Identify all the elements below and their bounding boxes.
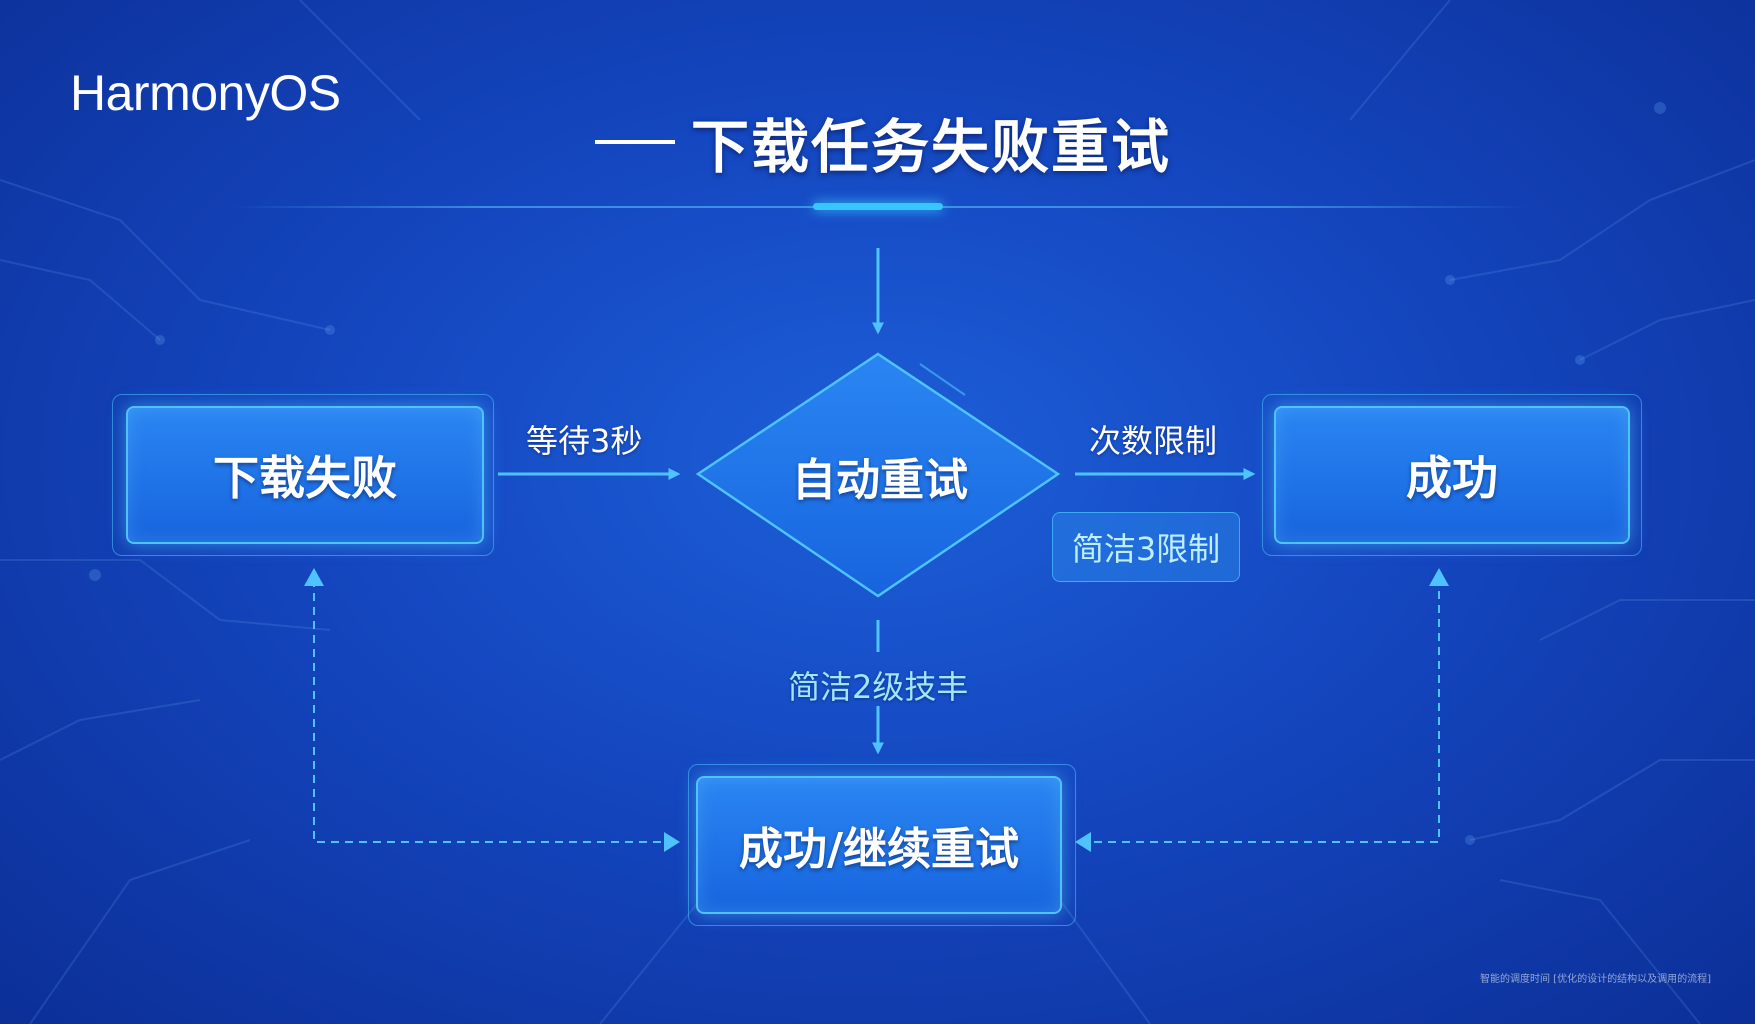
title-block: 下载任务失败重试 bbox=[595, 100, 1171, 184]
page-title: 下载任务失败重试 bbox=[691, 113, 1172, 181]
node-failed-frame bbox=[112, 394, 494, 556]
node-download-failed: 下载失败 bbox=[126, 406, 484, 544]
edge-label-wait: 等待3秒 bbox=[526, 422, 643, 460]
title-divider-accent bbox=[813, 203, 943, 210]
node-success-frame bbox=[1262, 394, 1642, 556]
arrow-up-left bbox=[304, 568, 324, 586]
brand-logo: HarmonyOS bbox=[70, 65, 341, 121]
footnote: 智能的调度时间 [优化的设计的结构以及调用的流程] bbox=[1480, 974, 1711, 985]
arrow-into-result-left bbox=[664, 832, 680, 852]
node-result-frame bbox=[688, 764, 1076, 926]
node-success-or-retry: 成功/继续重试 bbox=[696, 776, 1062, 914]
arrow-up-right bbox=[1429, 568, 1449, 586]
edge-result-loop-right bbox=[1080, 576, 1440, 843]
decision-diamond bbox=[695, 352, 1061, 598]
edge-label-down: 简洁2级技丰 bbox=[788, 668, 969, 706]
node-auto-retry: 自动重试 bbox=[792, 455, 968, 506]
title-dash bbox=[595, 140, 675, 144]
node-success: 成功 bbox=[1274, 406, 1630, 544]
edge-label-limit: 次数限制 bbox=[1089, 422, 1218, 460]
arrow-into-result-right bbox=[1075, 832, 1091, 852]
edge-result-loop-left bbox=[313, 576, 675, 843]
limit-badge: 简洁3限制 bbox=[1052, 512, 1240, 582]
